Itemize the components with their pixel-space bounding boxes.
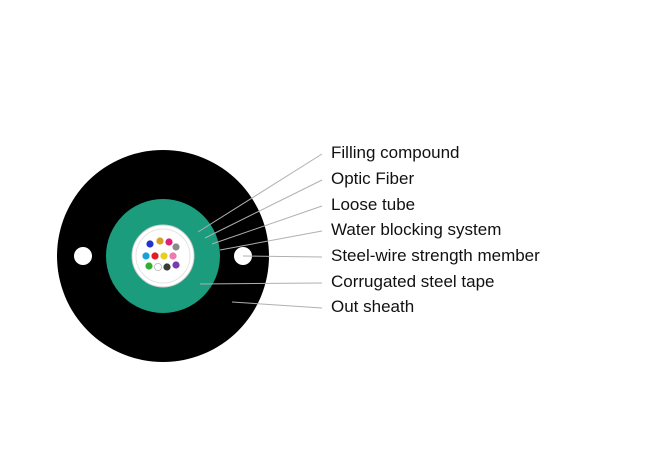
fiber-11 xyxy=(163,263,171,271)
fiber-9 xyxy=(145,262,153,270)
fiber-5 xyxy=(142,252,150,260)
steel-wire-left xyxy=(74,247,92,265)
label-water-blocking-system: Water blocking system xyxy=(331,220,502,239)
label-loose-tube: Loose tube xyxy=(331,195,416,214)
leader-loose-tube xyxy=(211,205,323,245)
optic-fibers xyxy=(142,237,180,271)
label-optic-fiber: Optic Fiber xyxy=(331,169,415,188)
leader-optic-fiber xyxy=(204,179,323,239)
fiber-7 xyxy=(160,252,168,260)
label-corrugated-steel-tape: Corrugated steel tape xyxy=(331,272,495,291)
label-filling-compound: Filling compound xyxy=(331,143,460,162)
leader-lines xyxy=(197,153,323,309)
fiber-1 xyxy=(146,240,154,248)
leader-steel-wire-strength-member xyxy=(242,255,323,258)
fiber-8 xyxy=(169,252,177,260)
label-out-sheath: Out sheath xyxy=(331,297,415,316)
fiber-6 xyxy=(151,252,159,260)
fiber-2 xyxy=(156,237,164,245)
leader-out-sheath xyxy=(231,301,323,309)
label-steel-wire-strength-member: Steel-wire strength member xyxy=(331,246,540,265)
leader-water-blocking-system xyxy=(219,230,323,251)
leader-filling-compound xyxy=(197,153,323,233)
fiber-3 xyxy=(165,238,173,246)
steel-wire-right xyxy=(234,247,252,265)
fiber-12 xyxy=(172,261,180,269)
fiber-10 xyxy=(153,262,162,271)
leader-corrugated-steel-tape xyxy=(199,282,323,285)
fiber-4 xyxy=(172,243,180,251)
